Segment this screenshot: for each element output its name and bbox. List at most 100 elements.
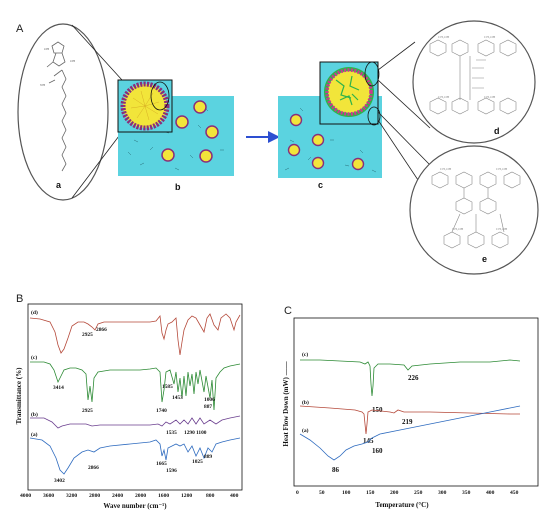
svg-text:OH: OH: [44, 47, 50, 51]
ftir-line-c: [30, 361, 241, 411]
structure-e-circle: [409, 145, 539, 275]
svg-text:CH₂OH: CH₂OH: [484, 95, 496, 99]
ftir-x-axis-title: Wave number (cm⁻¹): [103, 502, 167, 510]
ftir-ann-a-1025: 1025: [192, 459, 203, 465]
ftir-ann-c-3414: 3414: [53, 385, 64, 391]
svg-text:CH₂OH: CH₂OH: [484, 35, 496, 39]
svg-text:CH₂OH: CH₂OH: [496, 167, 508, 171]
molecule-a-ellipse: [17, 23, 109, 201]
ftir-chart: (d) 2925 2866 (c) 3414 2925 1740 1585 14…: [15, 303, 243, 510]
ftir-x-ticks: 4000 3600 3200 2800 2400 2000 1600 1200 …: [20, 493, 239, 499]
dsc-series-b-label: (b): [302, 399, 309, 406]
dsc-xtick-450: 450: [510, 490, 519, 496]
dsc-chart: (c) 150 226 (b) 145 219 (a) 86 160 0 50 …: [282, 317, 539, 509]
ftir-xtick-1200: 1200: [181, 493, 192, 499]
ftir-line-a: [29, 437, 241, 475]
label-c: c: [318, 180, 323, 190]
ftir-xtick-1600: 1600: [158, 493, 169, 499]
ftir-ann-c-1006: 1006: [204, 397, 215, 403]
dsc-y-axis-title: Heat Flow Down (mW) ——: [282, 360, 290, 446]
ftir-xtick-2400: 2400: [112, 493, 123, 499]
schematic-a: OH OH NH a b: [17, 20, 539, 275]
svg-text:CH₂OH: CH₂OH: [452, 227, 464, 231]
ftir-ann-c-1740: 1740: [156, 408, 167, 414]
ftir-xtick-2000: 2000: [135, 493, 146, 499]
dsc-ann-a-86: 86: [332, 466, 340, 474]
micelles-b: [161, 100, 219, 163]
dsc-ann-a-160: 160: [372, 447, 383, 455]
structure-d-circle: [412, 20, 536, 144]
structure-e-chains: [431, 171, 521, 249]
svg-text:CH₂OH: CH₂OH: [496, 227, 508, 231]
dsc-x-ticks: 0 50 100 150 200 250 300 350 400 450: [296, 490, 519, 496]
dsc-xtick-150: 150: [366, 490, 375, 496]
structure-d-chains: [429, 39, 517, 115]
ftir-xtick-2800: 2800: [89, 493, 100, 499]
dsc-line-c: [300, 359, 521, 397]
ftir-ann-c-1453: 1453: [172, 395, 183, 401]
ftir-xtick-4000: 4000: [20, 493, 31, 499]
ftir-xtick-3600: 3600: [43, 493, 54, 499]
ftir-ann-b-1100: 1100: [196, 430, 207, 436]
label-e: e: [482, 254, 487, 264]
label-a: a: [56, 180, 62, 190]
panel-b-letter: B: [16, 293, 23, 305]
ftir-ann-a-1665: 1665: [156, 461, 167, 467]
label-d: d: [494, 126, 500, 136]
dsc-ann-c-150: 150: [372, 406, 383, 414]
dsc-xtick-0: 0: [296, 490, 299, 496]
ftir-ann-a-889: 889: [204, 454, 212, 460]
dsc-series-c-label: (c): [302, 351, 308, 358]
ftir-line-d: [29, 313, 241, 356]
ftir-ann-c-887: 887: [204, 404, 212, 410]
ftir-line-b: [30, 415, 241, 429]
ftir-ann-d-2925: 2925: [82, 332, 93, 338]
dsc-plot-frame: [293, 317, 539, 487]
dsc-xtick-50: 50: [319, 490, 325, 496]
dsc-line-a: [299, 405, 521, 461]
dsc-ann-c-226: 226: [408, 374, 419, 382]
svg-text:NH: NH: [40, 83, 46, 87]
ftir-y-axis-title: Transmittance (%): [15, 367, 23, 424]
panel-c-letter: C: [284, 305, 292, 317]
ftir-xtick-3200: 3200: [66, 493, 77, 499]
dsc-line-b: [299, 405, 520, 435]
dsc-xtick-300: 300: [438, 490, 447, 496]
dsc-xtick-200: 200: [390, 490, 399, 496]
ftir-ann-c-1585: 1585: [162, 384, 173, 390]
ftir-plot-frame: [27, 303, 243, 491]
coated-micelle-shell: [325, 68, 373, 116]
dsc-xtick-400: 400: [486, 490, 495, 496]
ftir-xtick-800: 800: [206, 493, 215, 499]
dsc-ann-b-219: 219: [402, 418, 413, 426]
label-b: b: [175, 182, 181, 192]
surfactant-molecule: [46, 41, 67, 172]
dsc-x-axis-title: Temperature (°C): [375, 501, 429, 509]
ftir-series-c-label: (c): [31, 354, 37, 361]
svg-text:CH₂OH: CH₂OH: [438, 95, 450, 99]
ftir-ann-a-1596: 1596: [166, 468, 177, 474]
ftir-series-a-label: (a): [31, 431, 38, 438]
ftir-ann-b-1290: 1290: [184, 430, 195, 436]
ftir-ann-a-2866: 2866: [88, 465, 99, 471]
svg-text:CH₂OH: CH₂OH: [440, 167, 452, 171]
micelles-c: [287, 113, 365, 171]
ftir-ann-b-1535: 1535: [166, 430, 177, 436]
ftir-ann-d-2866: 2866: [96, 327, 107, 333]
ftir-series-b-label: (b): [31, 411, 38, 418]
ftir-series-d-label: (d): [31, 309, 38, 316]
svg-text:CH₂OH: CH₂OH: [438, 35, 450, 39]
svg-text:OH: OH: [70, 59, 76, 63]
process-arrow: [246, 131, 280, 143]
dsc-xtick-100: 100: [342, 490, 351, 496]
dsc-xtick-250: 250: [414, 490, 423, 496]
dsc-series-a-label: (a): [302, 427, 309, 434]
ftir-ann-c-2925: 2925: [82, 408, 93, 414]
ftir-ann-a-3402: 3402: [54, 478, 65, 484]
panel-a-letter: A: [16, 23, 24, 35]
ftir-xtick-400: 400: [230, 493, 239, 499]
dsc-xtick-350: 350: [462, 490, 471, 496]
micelle-shell: [120, 81, 170, 131]
water-dashes-c: [284, 107, 377, 173]
